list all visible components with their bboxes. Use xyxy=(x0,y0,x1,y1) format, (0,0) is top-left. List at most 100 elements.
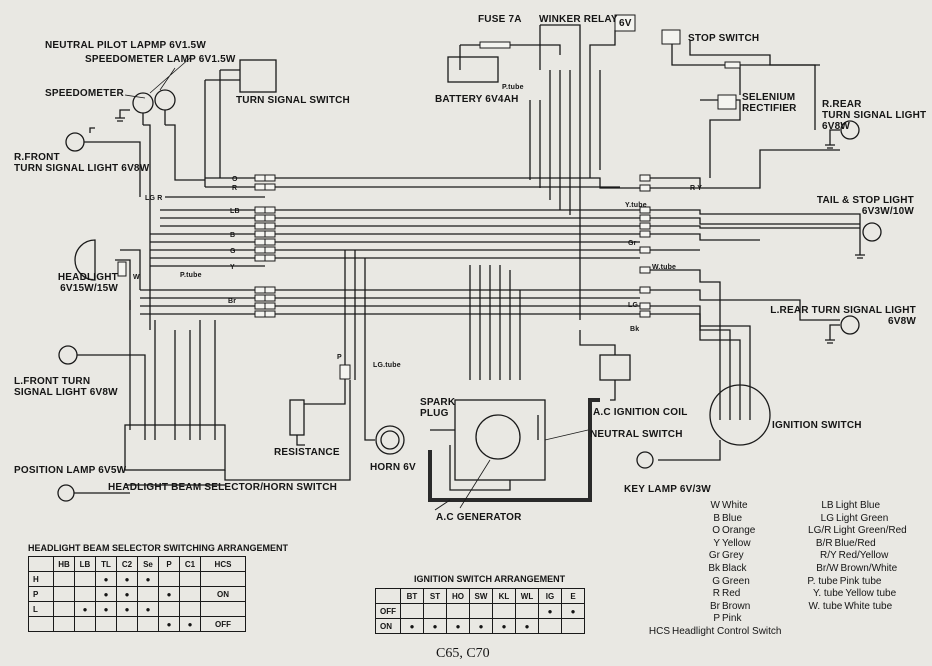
legend-name: Green xyxy=(722,575,750,587)
hcs-value xyxy=(200,601,246,617)
l-rear-turn-light-label: L.REAR TURN SIGNAL LIGHT 6V8W xyxy=(770,305,916,327)
fuse-label: FUSE 7A xyxy=(478,14,522,25)
row-header: OFF xyxy=(375,603,401,619)
table-header: LB xyxy=(74,556,96,572)
y-tube-label: Y.tube xyxy=(625,202,647,209)
spark-plug-label: SPARK PLUG xyxy=(420,397,456,419)
ignition-switch-table: BT ST HO SW KL WL IG E OFF●● ON●●●●●● xyxy=(375,588,585,634)
table-header: BT xyxy=(400,588,424,604)
legend-name: Light Green/Red xyxy=(833,525,907,537)
table-header: E xyxy=(561,588,585,604)
table-header: HB xyxy=(53,556,75,572)
table-header xyxy=(375,588,401,604)
legend-code: Gr xyxy=(708,550,720,562)
r-front-turn-light-label: R.FRONT TURN SIGNAL LIGHT 6V8W xyxy=(14,152,150,174)
lg-tube-label: LG.tube xyxy=(373,362,401,369)
wire-code-w: W xyxy=(133,274,140,281)
wire-code-o: O xyxy=(232,176,238,183)
table-header: SW xyxy=(469,588,493,604)
table-header: Se xyxy=(137,556,159,572)
row-header: H xyxy=(28,571,54,587)
legend-name: Red/Yellow xyxy=(838,550,889,562)
legend-name: White tube xyxy=(844,600,893,612)
table-row: OFF●● xyxy=(375,603,585,619)
wire-code-gr: Gr xyxy=(628,240,637,247)
row-header: P xyxy=(28,586,54,602)
wire-code-p: P xyxy=(337,354,342,361)
resistance-label: RESISTANCE xyxy=(274,447,340,458)
battery-voltage-box: 6V xyxy=(619,18,632,29)
legend-code: Y xyxy=(713,537,720,549)
hcs-value xyxy=(200,571,246,587)
table-header: KL xyxy=(492,588,516,604)
wire-code-b: B xyxy=(230,232,236,239)
ac-ignition-coil-label: A.C IGNITION COIL xyxy=(593,407,688,418)
legend-code: LG/R xyxy=(808,525,832,537)
horn-label: HORN 6V xyxy=(370,462,416,473)
legend-name: Pink tube xyxy=(839,575,882,587)
battery-label: BATTERY 6V4AH xyxy=(435,94,519,105)
headlight-label: HEADLIGHT 6V15W/15W xyxy=(57,272,118,294)
l-front-turn-light-label: L.FRONT TURN SIGNAL LIGHT 6V8W xyxy=(14,376,118,398)
row-header xyxy=(28,616,54,632)
legend-code: B/R xyxy=(815,537,833,549)
legend-code: HCS xyxy=(648,625,670,637)
legend-code: Bk xyxy=(708,562,720,574)
legend-code: W xyxy=(710,500,720,511)
ignition-switch-label: IGNITION SWITCH xyxy=(772,420,862,431)
tail-stop-light-label: TAIL & STOP LIGHT 6V3W/10W xyxy=(816,195,914,217)
table-header xyxy=(28,556,54,572)
legend-name: Red xyxy=(722,588,741,600)
wire-code-lgr: LG R xyxy=(145,195,163,202)
wire-code-y: Y xyxy=(230,264,235,271)
legend-name: Blue/Red xyxy=(834,537,876,549)
beam-selector-label: HEADLIGHT BEAM SELECTOR/HORN SWITCH xyxy=(108,482,338,493)
table-header: C1 xyxy=(179,556,201,572)
legend-name: Blue xyxy=(722,512,743,524)
legend-code: W. tube xyxy=(808,600,843,612)
table-header: HCS xyxy=(200,556,246,572)
position-lamp-label: POSITION LAMP 6V5W xyxy=(14,465,127,476)
table-header: IG xyxy=(538,588,562,604)
speedometer-lamp-label: SPEEDOMETER LAMP 6V1.5W xyxy=(85,54,236,65)
table-header: WL xyxy=(515,588,539,604)
ac-generator-label: A.C GENERATOR xyxy=(436,512,522,523)
w-tube-label: W.tube xyxy=(652,264,677,271)
legend-name: Brown xyxy=(722,600,751,612)
table-row: L●●●● xyxy=(28,601,246,617)
wire-code-ry: R Y xyxy=(690,185,703,192)
legend-name: Light Green xyxy=(836,512,889,524)
table-row: P●●●ON xyxy=(28,586,246,602)
legend-code: B xyxy=(713,512,720,524)
key-lamp-label: KEY LAMP 6V/3W xyxy=(624,484,711,495)
legend-name: Light Blue xyxy=(835,500,881,511)
table-row: ON●●●●●● xyxy=(375,618,585,634)
legend-code: O xyxy=(712,525,720,537)
legend-code: R xyxy=(712,588,720,600)
table-header: C2 xyxy=(116,556,138,572)
row-header: L xyxy=(28,601,54,617)
legend-name: Yellow tube xyxy=(845,588,897,600)
headlight-table-title: HEADLIGHT BEAM SELECTOR SWITCHING ARRANG… xyxy=(28,543,288,553)
model-footer: C65, C70 xyxy=(436,646,490,661)
p-tube-label: P.tube xyxy=(180,272,202,279)
speedometer-label: SPEEDOMETER xyxy=(45,88,124,99)
legend-name: White xyxy=(722,500,748,511)
table-header: P xyxy=(158,556,180,572)
table-header: ST xyxy=(423,588,447,604)
neutral-pilot-label: NEUTRAL PILOT LAPMP 6V1.5W xyxy=(45,40,206,51)
legend-code: LG xyxy=(820,512,835,524)
hcs-value: OFF xyxy=(200,616,246,632)
stop-switch-label: STOP SWITCH xyxy=(688,33,760,44)
legend-code: R/Y xyxy=(820,550,837,562)
legend-name: Grey xyxy=(722,550,744,562)
hcs-value: ON xyxy=(200,586,246,602)
legend-name: Orange xyxy=(722,525,756,537)
r-rear-turn-light-label: R.REAR TURN SIGNAL LIGHT 6V8W xyxy=(822,99,927,132)
legend-code: G xyxy=(712,575,720,587)
wire-code-lg: LG xyxy=(628,302,639,309)
wire-code-lb: LB xyxy=(230,208,240,215)
row-header: ON xyxy=(375,618,401,634)
turn-signal-switch-label: TURN SIGNAL SWITCH xyxy=(236,95,350,106)
